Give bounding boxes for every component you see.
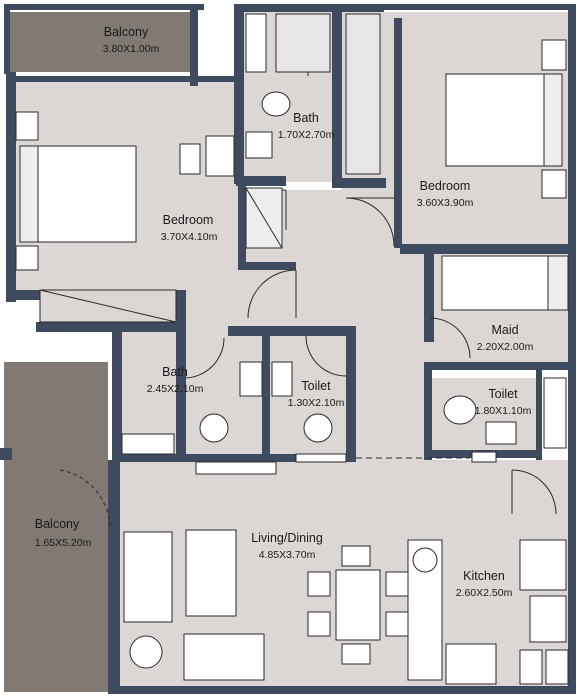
toilet-center-name: Toilet — [301, 379, 331, 393]
toilet-maid-dims: 1.80X1.10m — [475, 405, 532, 417]
maid-dims: 2.20X2.00m — [477, 341, 534, 353]
bedroom-left-dims: 3.70X4.10m — [161, 231, 218, 243]
bedroom-right-name: Bedroom — [420, 179, 471, 193]
balcony-top-name: Balcony — [104, 25, 149, 39]
balcony-left-dims: 1.65X5.20m — [35, 537, 92, 549]
kitchen-name: Kitchen — [463, 569, 505, 583]
balcony-left-floor — [4, 362, 108, 692]
kitchen-dims: 2.60X2.50m — [456, 587, 513, 599]
fixtures — [15, 13, 569, 685]
hall-floor — [180, 190, 430, 460]
bath-left-name: Bath — [162, 365, 188, 379]
bath-top-dims: 1.70X2.70m — [278, 129, 335, 141]
balcony-top-dims: 3.80X1.00m — [103, 43, 160, 55]
toilet-maid-name: Toilet — [488, 387, 518, 401]
bedroom-left-name: Bedroom — [163, 213, 214, 227]
toilet-center-dims: 1.30X2.10m — [288, 397, 345, 409]
living-dims: 4.85X3.70m — [259, 549, 316, 561]
balcony-top-floor — [10, 12, 196, 72]
room-labels: Balcony 3.80X1.00m Bedroom 3.70X4.10m Ba… — [35, 25, 534, 599]
bedroom-right-dims: 3.60X3.90m — [417, 197, 474, 209]
bath-left-dims: 2.45X2.10m — [147, 383, 204, 395]
balcony-left-name: Balcony — [35, 517, 80, 531]
maid-name: Maid — [491, 323, 518, 337]
living-name: Living/Dining — [251, 531, 323, 545]
bath-top-name: Bath — [293, 111, 319, 125]
bath-left-floor — [122, 330, 180, 454]
